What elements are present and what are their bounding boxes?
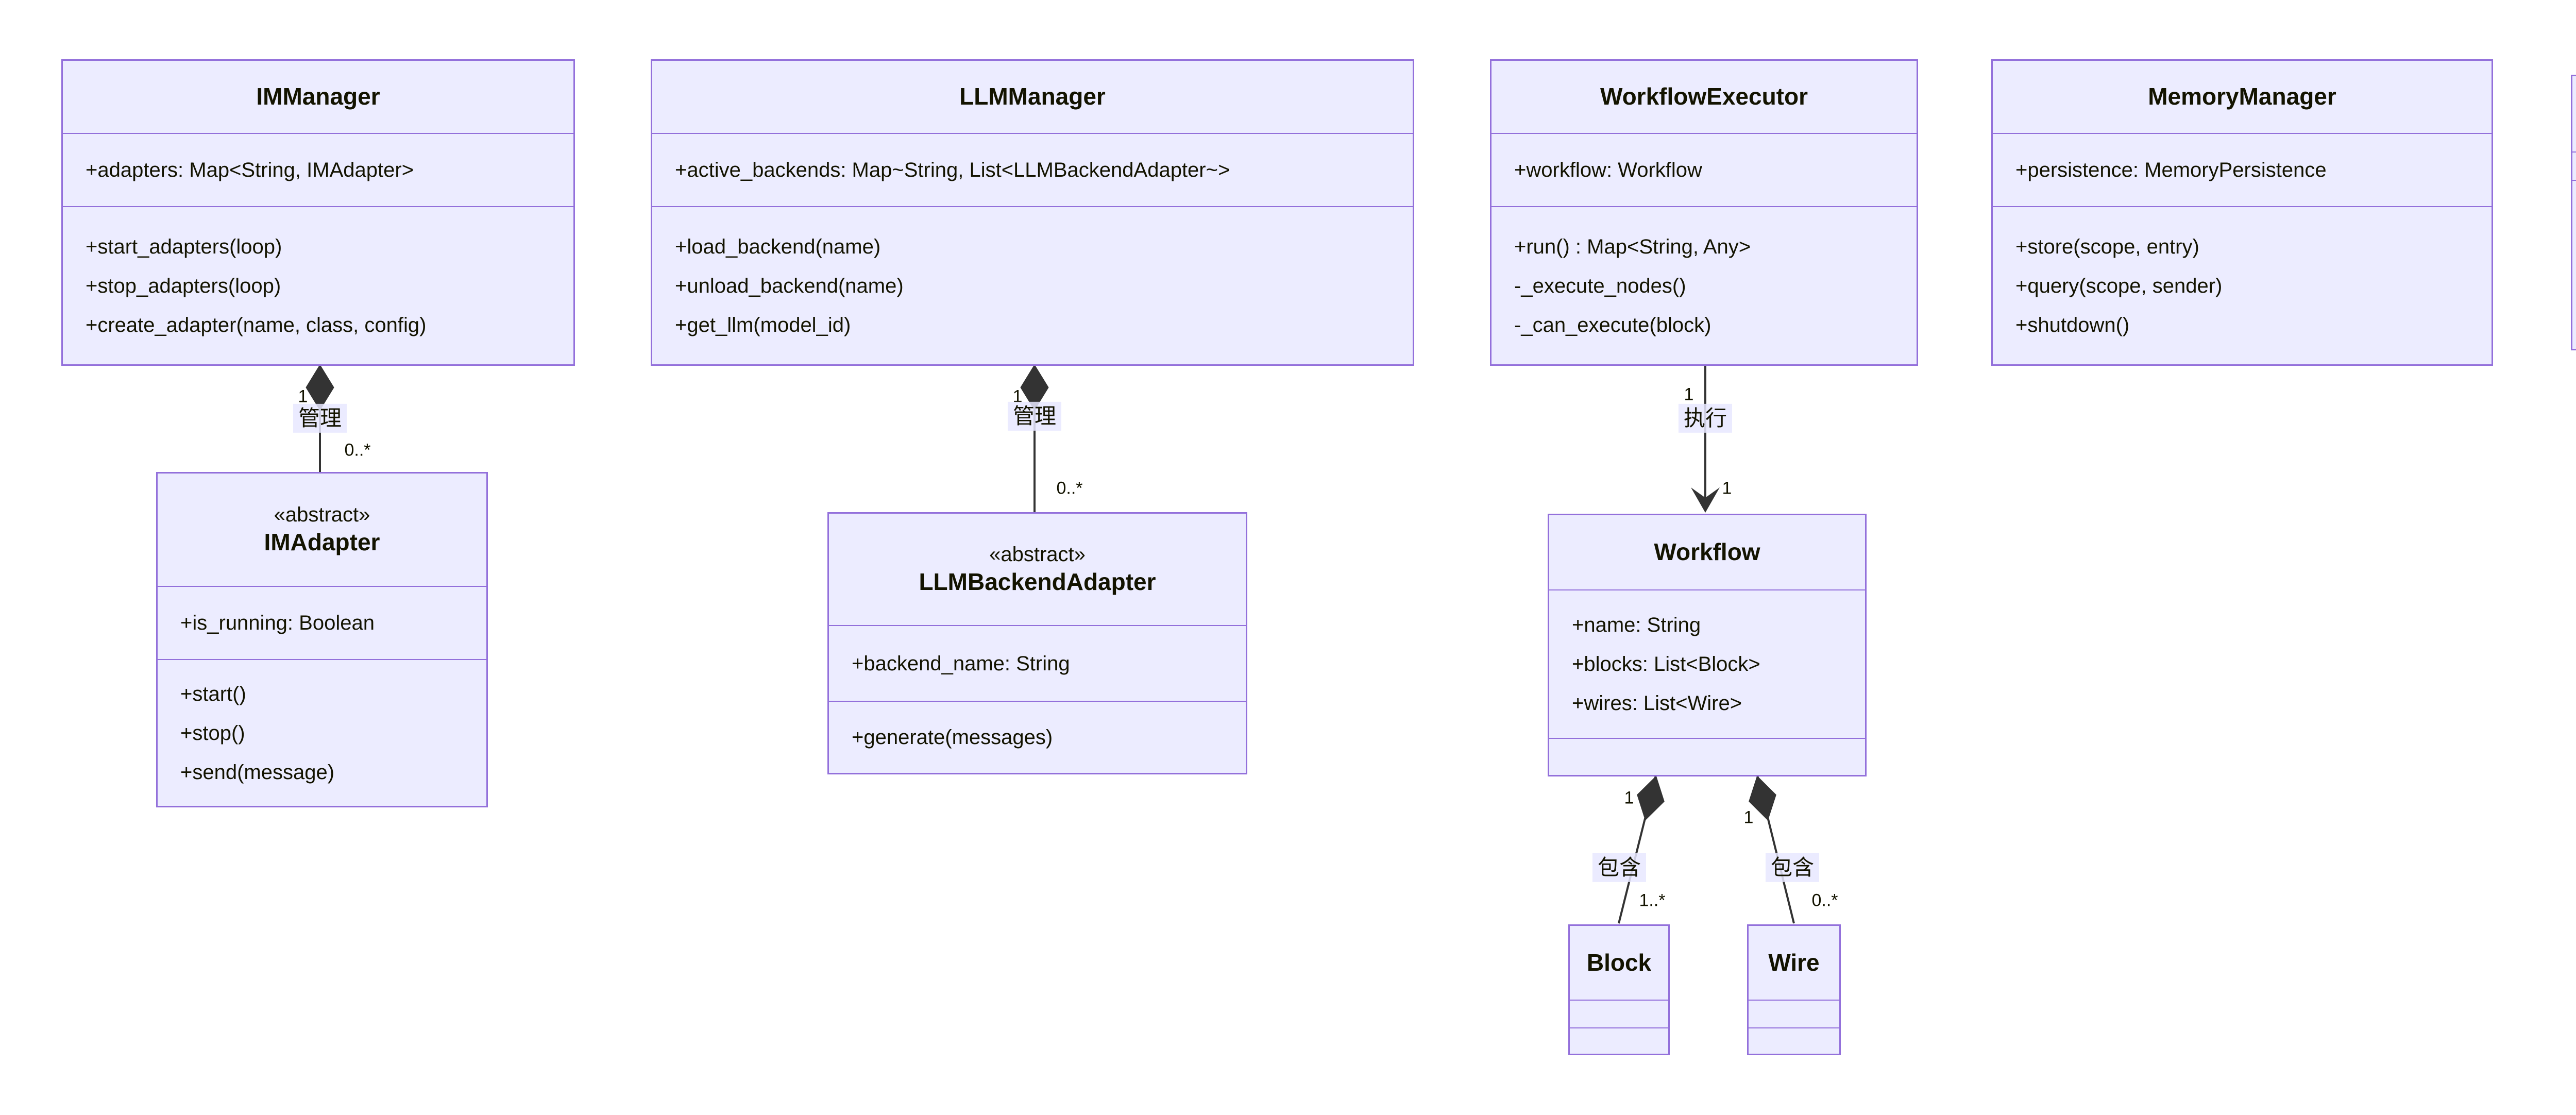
class-method: +start_adapters(loop) (86, 235, 282, 258)
multiplicity-source: 1 (1684, 384, 1694, 404)
class-method: +generate(messages) (852, 726, 1053, 749)
class-title: IMAdapter (264, 529, 380, 556)
class-title: MemoryManager (2148, 83, 2336, 110)
composition-diamond-icon (1637, 775, 1665, 821)
class-method: +start() (180, 682, 246, 705)
class-method: +stop() (180, 721, 245, 745)
composition-diamond-icon (1749, 775, 1776, 821)
edge-workflow-wire (1749, 775, 1795, 924)
class-method: -_execute_nodes() (1514, 274, 1686, 297)
class-method: +run() : Map<String, Any> (1514, 235, 1751, 258)
class-box-dependencycontainer: DependencyContainer +register(type, inst… (2571, 75, 2576, 350)
class-method: +unload_backend(name) (675, 274, 904, 297)
edge-llmmanager-llmbackendadapter (1020, 364, 1049, 513)
class-attribute: +workflow: Workflow (1514, 159, 1702, 181)
multiplicity-source: 1 (1743, 807, 1754, 827)
multiplicity-source: 1 (298, 386, 308, 407)
class-attribute: +active_backends: Map~String, List<LLMBa… (675, 159, 1230, 181)
multiplicity-target: 1..* (1639, 890, 1666, 910)
class-title: WorkflowExecutor (1600, 83, 1808, 110)
class-box-wire: Wire (1747, 924, 1841, 1055)
class-attribute: +persistence: MemoryPersistence (2015, 159, 2327, 181)
edge-label-contain: 包含 (1592, 853, 1647, 883)
class-stereotype: «abstract» (274, 503, 370, 527)
open-arrowhead-icon (1691, 487, 1720, 513)
class-stereotype: «abstract» (989, 543, 1086, 566)
class-attribute: +blocks: List<Block> (1572, 653, 1760, 675)
class-method: +stop_adapters(loop) (86, 274, 281, 297)
multiplicity-source: 1 (1012, 386, 1023, 407)
edge-label-manage: 管理 (293, 403, 347, 433)
edge-workflow-block (1618, 775, 1665, 924)
class-attribute: +name: String (1572, 614, 1701, 636)
edge-label-execute: 执行 (1678, 403, 1733, 433)
composition-diamond-icon (306, 364, 334, 411)
multiplicity-source: 1 (1624, 788, 1634, 808)
class-method: +shutdown() (2015, 313, 2130, 336)
edge-label-manage: 管理 (1007, 401, 1062, 431)
class-attribute: +wires: List<Wire> (1572, 692, 1742, 715)
class-attribute: +adapters: Map<String, IMAdapter> (86, 159, 414, 181)
class-method: +store(scope, entry) (2015, 235, 2199, 258)
class-method: +query(scope, sender) (2015, 274, 2223, 297)
class-attribute: +is_running: Boolean (180, 612, 375, 634)
class-method: -_can_execute(block) (1514, 313, 1711, 336)
class-title: LLMManager (959, 83, 1106, 110)
class-title: LLMBackendAdapter (919, 568, 1156, 596)
class-title: Wire (1768, 949, 1820, 976)
class-box-imadapter: «abstract» IMAdapter +is_running: Boolea… (156, 472, 488, 807)
class-method: +send(message) (180, 761, 335, 784)
class-method: +get_llm(model_id) (675, 313, 851, 336)
multiplicity-target: 0..* (344, 440, 371, 460)
class-box-workflowexecutor: WorkflowExecutor +workflow: Workflow +ru… (1490, 59, 1918, 366)
class-title: Block (1586, 949, 1652, 976)
class-box-immanager: IMManager +adapters: Map<String, IMAdapt… (61, 59, 575, 366)
multiplicity-target: 0..* (1811, 890, 1838, 910)
edge-workflowexecutor-workflow (1691, 366, 1720, 513)
class-box-llmbackendadapter: «abstract» LLMBackendAdapter +backend_na… (827, 512, 1247, 774)
class-box-llmmanager: LLMManager +active_backends: Map~String,… (651, 59, 1414, 366)
multiplicity-target: 1 (1722, 478, 1732, 498)
class-title: Workflow (1654, 538, 1760, 566)
class-box-memorymanager: MemoryManager +persistence: MemoryPersis… (1991, 59, 2493, 366)
class-title: IMManager (256, 83, 380, 110)
class-box-workflow: Workflow +name: String +blocks: List<Blo… (1548, 514, 1867, 776)
class-box-block: Block (1568, 924, 1670, 1055)
multiplicity-target: 0..* (1056, 478, 1083, 498)
class-method: +load_backend(name) (675, 235, 881, 258)
class-method: +create_adapter(name, class, config) (86, 313, 427, 336)
class-attribute: +backend_name: String (852, 652, 1070, 675)
edge-label-contain: 包含 (1765, 853, 1820, 883)
